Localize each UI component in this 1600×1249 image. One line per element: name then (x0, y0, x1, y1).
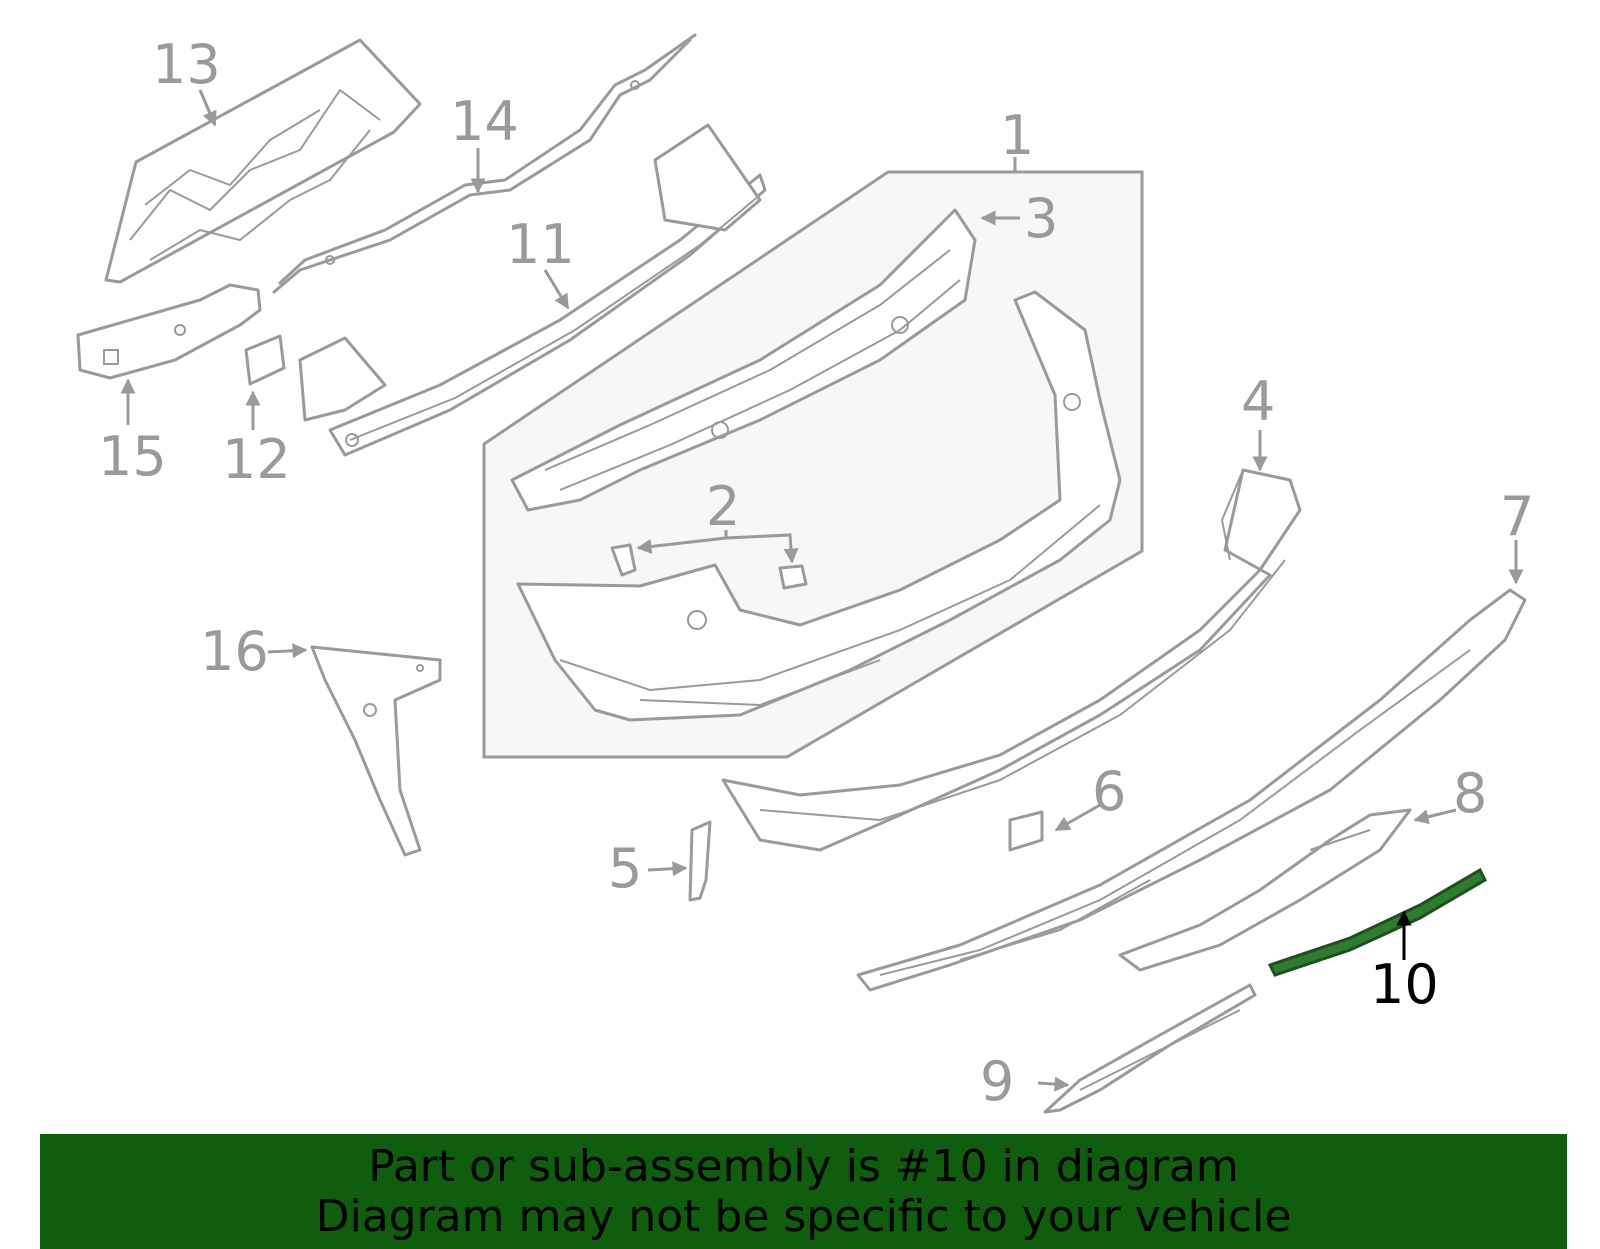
callout-7: 7 (1500, 485, 1534, 548)
callout-8: 8 (1453, 762, 1487, 825)
part-7-diffuser (856, 588, 1527, 992)
callout-3: 3 (1024, 187, 1058, 250)
part-4-lower-cover (721, 468, 1302, 852)
part-13-heat-shield (104, 38, 422, 284)
part-12-cap (244, 334, 286, 386)
part-2-clip-left (610, 543, 637, 577)
callout-12: 12 (222, 428, 291, 491)
callout-1: 1 (1000, 104, 1034, 167)
callout-2: 2 (706, 475, 740, 538)
callout-14: 14 (450, 90, 519, 153)
banner-line-2: Diagram may not be specific to your vehi… (315, 1190, 1292, 1242)
callout-13: 13 (152, 33, 221, 96)
part-5-bracket (688, 820, 712, 902)
part-15-bracket (76, 283, 262, 380)
part-2-clip-right (778, 564, 808, 590)
callout-16: 16 (200, 620, 269, 683)
part-8-trim (1118, 808, 1412, 972)
part-3-carrier (510, 208, 977, 512)
part-9-trim (1043, 983, 1257, 1114)
callout-6: 6 (1092, 760, 1126, 823)
callout-5: 5 (608, 837, 642, 900)
part-14-harness (272, 33, 697, 294)
info-banner: Part or sub-assembly is #10 in diagram D… (40, 1134, 1567, 1249)
part-11-impact-bar (298, 123, 767, 457)
callout-4: 4 (1241, 370, 1275, 433)
callout-11: 11 (506, 213, 575, 276)
callout-15: 15 (98, 425, 167, 488)
leader-lines (120, 89, 1524, 1092)
part-6-cap (1008, 810, 1044, 852)
banner-line-1: Part or sub-assembly is #10 in diagram (368, 1140, 1239, 1192)
bumper-cover (516, 290, 1122, 722)
part-10-molding (1267, 867, 1487, 977)
callout-10: 10 (1370, 953, 1439, 1016)
part-16-side-bracket (310, 645, 442, 857)
callout-9: 9 (980, 1050, 1014, 1113)
